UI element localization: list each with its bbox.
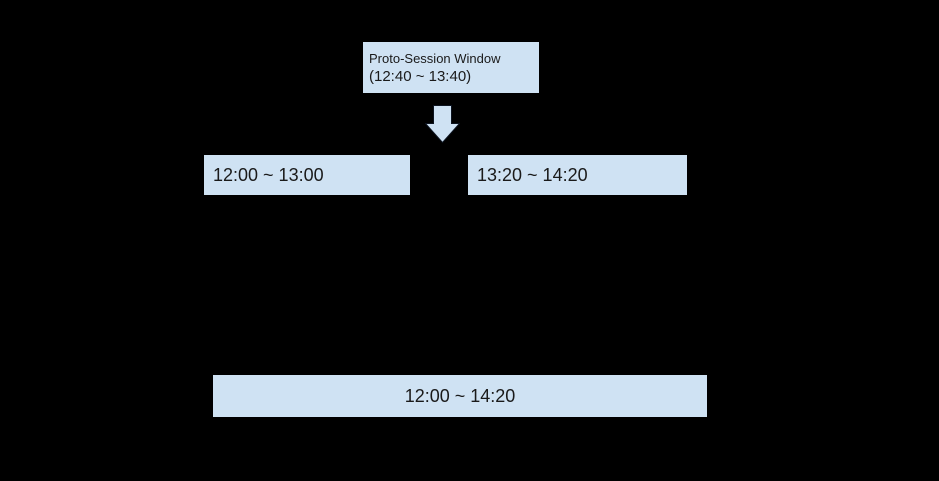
proto-session-range: (12:40 ~ 13:40) [369,67,472,85]
merged-session-box: 12:00 ~ 14:20 [213,375,707,417]
session-segment-box-1: 12:00 ~ 13:00 [204,155,410,195]
session-segment-label-1: 12:00 ~ 13:00 [213,164,324,185]
proto-session-window-box: Proto-Session Window (12:40 ~ 13:40) [363,42,539,93]
session-segment-label-2: 13:20 ~ 14:20 [477,164,588,185]
merged-session-label: 12:00 ~ 14:20 [404,385,516,406]
arrow-down-icon [425,105,460,143]
session-segment-box-2: 13:20 ~ 14:20 [468,155,687,195]
proto-session-title: Proto-Session Window [369,50,501,66]
